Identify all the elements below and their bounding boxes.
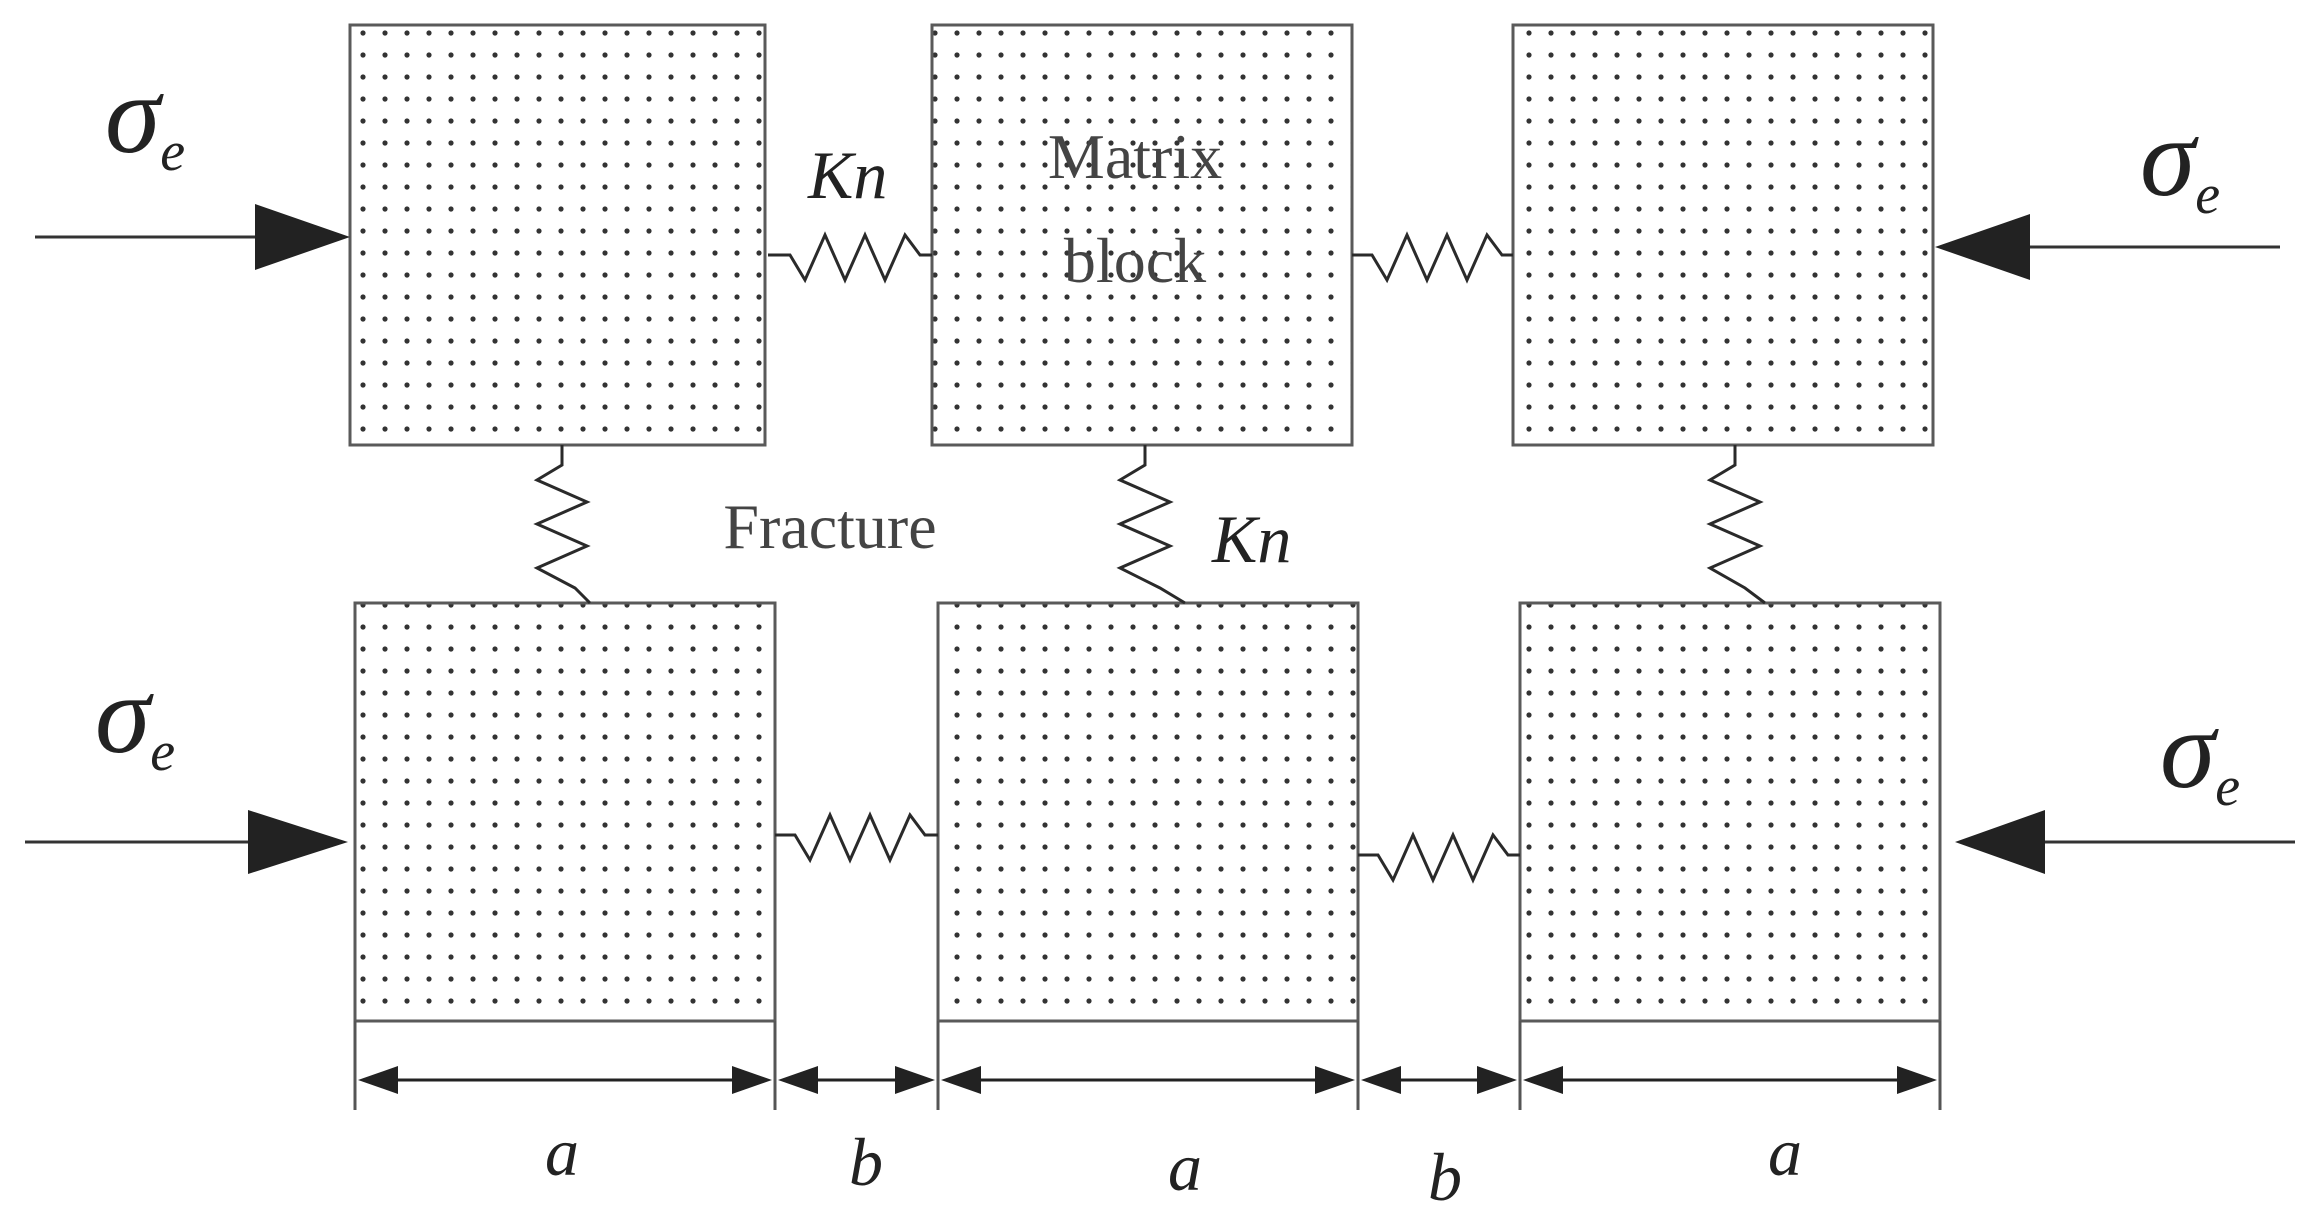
dimension-label-a-left: a <box>545 1114 579 1190</box>
stiffness-label-top: Kn <box>807 137 887 213</box>
matrix-block-label-line1: Matrix <box>1048 121 1222 192</box>
spring-icon <box>1116 445 1186 605</box>
stress-label-top-left: σe <box>105 53 185 183</box>
spring-icon <box>1358 831 1520 884</box>
dimension-b-right <box>1361 1066 1517 1094</box>
fracture-label: Fracture <box>723 491 936 562</box>
dimension-a-middle <box>941 1066 1355 1094</box>
spring-icon <box>1352 231 1513 284</box>
filled-triangle-arrow-icon <box>248 810 348 874</box>
spring-icon <box>533 445 592 605</box>
matrix-block-top-middle <box>930 23 1354 447</box>
filled-triangle-arrow-icon <box>1935 214 2030 280</box>
matrix-block-bottom-left <box>353 601 777 1023</box>
matrix-block-top-right <box>1511 23 1935 447</box>
spring-icon <box>768 231 932 284</box>
spring-icon <box>775 811 938 864</box>
matrix-block-label-line2: block <box>1064 225 1206 296</box>
dimension-label-b-right: b <box>1428 1139 1462 1215</box>
dimension-a-right <box>1523 1066 1937 1094</box>
dimension-label-a-middle: a <box>1168 1129 1202 1205</box>
stress-label-top-right: σe <box>2140 96 2220 226</box>
filled-triangle-arrow-icon <box>1955 810 2045 874</box>
stiffness-label-middle: Kn <box>1211 501 1291 577</box>
dimension-b-left <box>778 1066 935 1094</box>
stress-label-bottom-right: σe <box>2160 688 2240 818</box>
spring-icon <box>1706 445 1766 605</box>
matrix-block-top-left <box>348 23 767 447</box>
stress-label-bottom-left: σe <box>95 653 175 783</box>
dimension-a-left <box>358 1066 772 1094</box>
matrix-block-bottom-right <box>1518 601 1942 1023</box>
matrix-block-bottom-middle <box>936 601 1360 1023</box>
dimension-label-a-right: a <box>1768 1114 1802 1190</box>
filled-triangle-arrow-icon <box>255 204 350 270</box>
dimension-label-b-left: b <box>849 1124 883 1200</box>
